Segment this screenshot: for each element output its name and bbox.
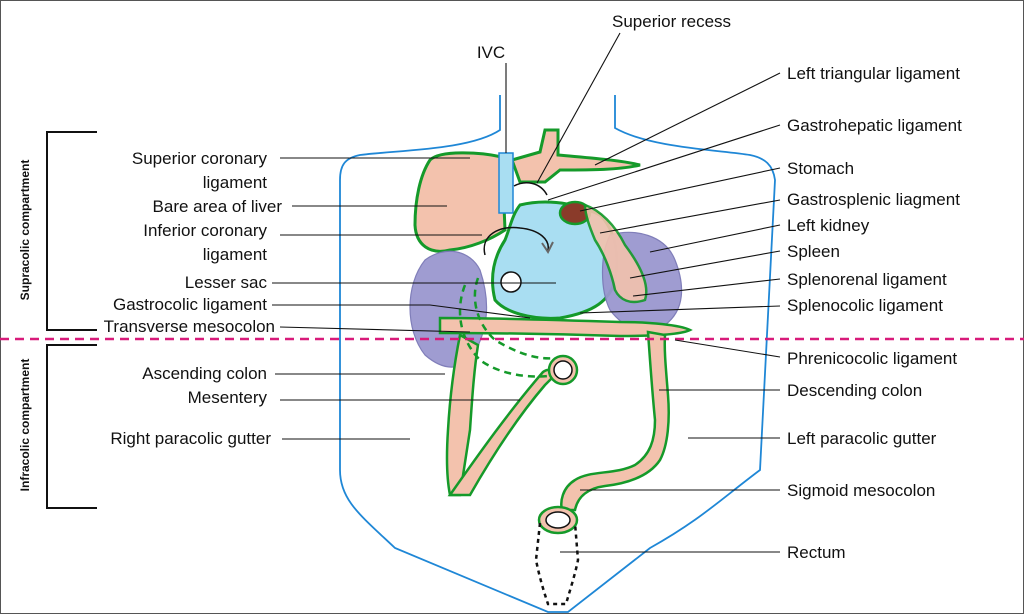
leader-gastrosplenic	[599, 199, 781, 234]
label-stomach: Stomach	[787, 159, 854, 178]
label-left-paracolic: Left paracolic gutter	[787, 429, 937, 448]
left-triangular-ligament-shape	[510, 128, 641, 184]
body-outline	[339, 95, 776, 613]
label-rectum: Rectum	[787, 543, 846, 562]
label-inferior-coronary-1: Inferior coronary	[143, 221, 267, 240]
leader-spleen	[629, 250, 781, 279]
label-sigmoid-mesocolon: Sigmoid mesocolon	[787, 481, 935, 500]
rectum-outline	[534, 522, 580, 606]
ivc-vessel	[498, 152, 514, 214]
leader-gastrocolic	[272, 304, 531, 319]
label-ascending-colon: Ascending colon	[142, 364, 267, 383]
label-right-paracolic: Right paracolic gutter	[110, 429, 271, 448]
sigmoid-lumen	[545, 511, 571, 529]
label-left-kidney: Left kidney	[787, 216, 870, 235]
label-phrenicocolic: Phrenicocolic ligament	[787, 349, 957, 368]
supracolic-bracket	[46, 131, 97, 331]
label-splenocolic: Splenocolic ligament	[787, 296, 943, 315]
label-superior-coronary-2: ligament	[203, 173, 268, 192]
leader-gastrohepatic	[547, 124, 781, 201]
label-descending-colon: Descending colon	[787, 381, 922, 400]
transverse-mesocolon-band	[438, 316, 693, 338]
label-bare-area: Bare area of liver	[153, 197, 283, 216]
lesser-sac-arrow	[483, 226, 549, 256]
leader-transverse-mesocolon	[279, 326, 471, 333]
infracolic-label: Infracolic compartment	[18, 359, 32, 492]
infracolic-bracket	[46, 344, 97, 509]
label-inferior-coronary-2: ligament	[203, 245, 268, 264]
leader-splenocolic	[579, 305, 781, 314]
dashed-mesentery-1	[458, 284, 549, 378]
label-superior-coronary-1: Superior coronary	[132, 149, 268, 168]
label-mesentery: Mesentery	[188, 388, 268, 407]
lesser-sac-arrowhead	[541, 241, 554, 254]
label-ivc: IVC	[477, 43, 505, 62]
label-gastrohepatic: Gastrohepatic ligament	[787, 116, 962, 135]
label-gastrosplenic: Gastrosplenic liagment	[787, 190, 960, 209]
label-lesser-sac: Lesser sac	[185, 273, 268, 292]
leader-left-kidney	[649, 224, 781, 253]
leader-superior-recess	[536, 32, 621, 184]
label-left-triangular: Left triangular ligament	[787, 64, 960, 83]
supracolic-label: Supracolic compartment	[18, 160, 32, 301]
small-bowel-lumen	[553, 360, 573, 380]
superior-recess-arc	[513, 182, 548, 196]
epiploic-foramen	[500, 271, 522, 293]
ascending-colon	[445, 333, 480, 497]
leader-phrenicocolic	[674, 339, 781, 358]
leader-left-triangular	[594, 72, 781, 166]
label-transverse-mesocolon: Transverse mesocolon	[104, 317, 275, 336]
label-superior-recess: Superior recess	[612, 12, 731, 31]
liver	[413, 151, 507, 253]
label-gastrocolic: Gastrocolic ligament	[113, 295, 267, 314]
leader-splenorenal	[632, 278, 781, 297]
label-splenorenal: Splenorenal ligament	[787, 270, 947, 289]
label-spleen: Spleen	[787, 242, 840, 261]
leader-stomach	[579, 167, 781, 212]
